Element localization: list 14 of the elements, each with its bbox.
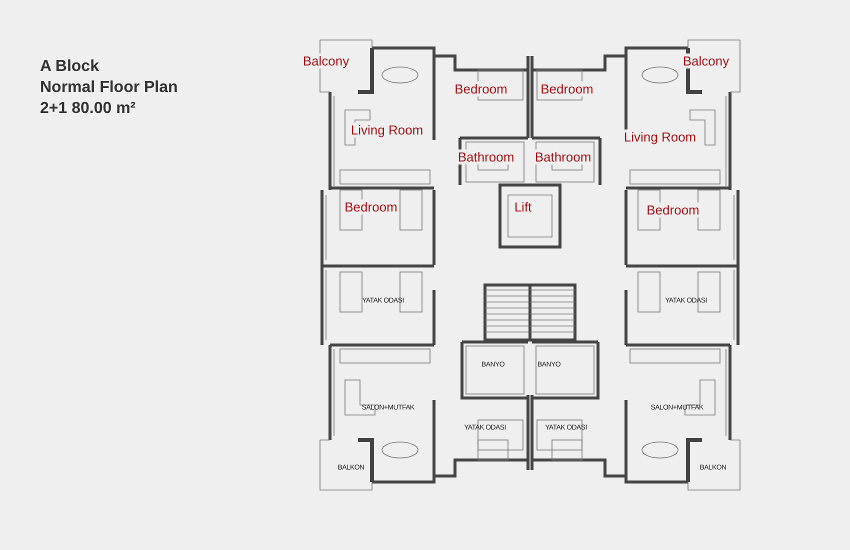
- room-label: Balcony: [682, 54, 730, 68]
- room-label: Living Room: [622, 130, 698, 144]
- room-label: Bathroom: [534, 150, 592, 164]
- room-label: Bedroom: [646, 202, 700, 218]
- plan-title: A Block: [40, 58, 99, 76]
- area-text: 2+1 80.00 m²: [40, 100, 136, 118]
- room-label: Bedroom: [344, 200, 398, 214]
- plan-subtitle: Normal Floor Plan: [40, 79, 178, 97]
- room-label: Living Room: [350, 122, 424, 138]
- room-label: Bathroom: [456, 150, 516, 164]
- room-label: Bedroom: [540, 82, 594, 96]
- room-label: Lift: [513, 200, 533, 214]
- room-label: Bedroom: [454, 82, 508, 96]
- room-label: Balcony: [302, 54, 350, 68]
